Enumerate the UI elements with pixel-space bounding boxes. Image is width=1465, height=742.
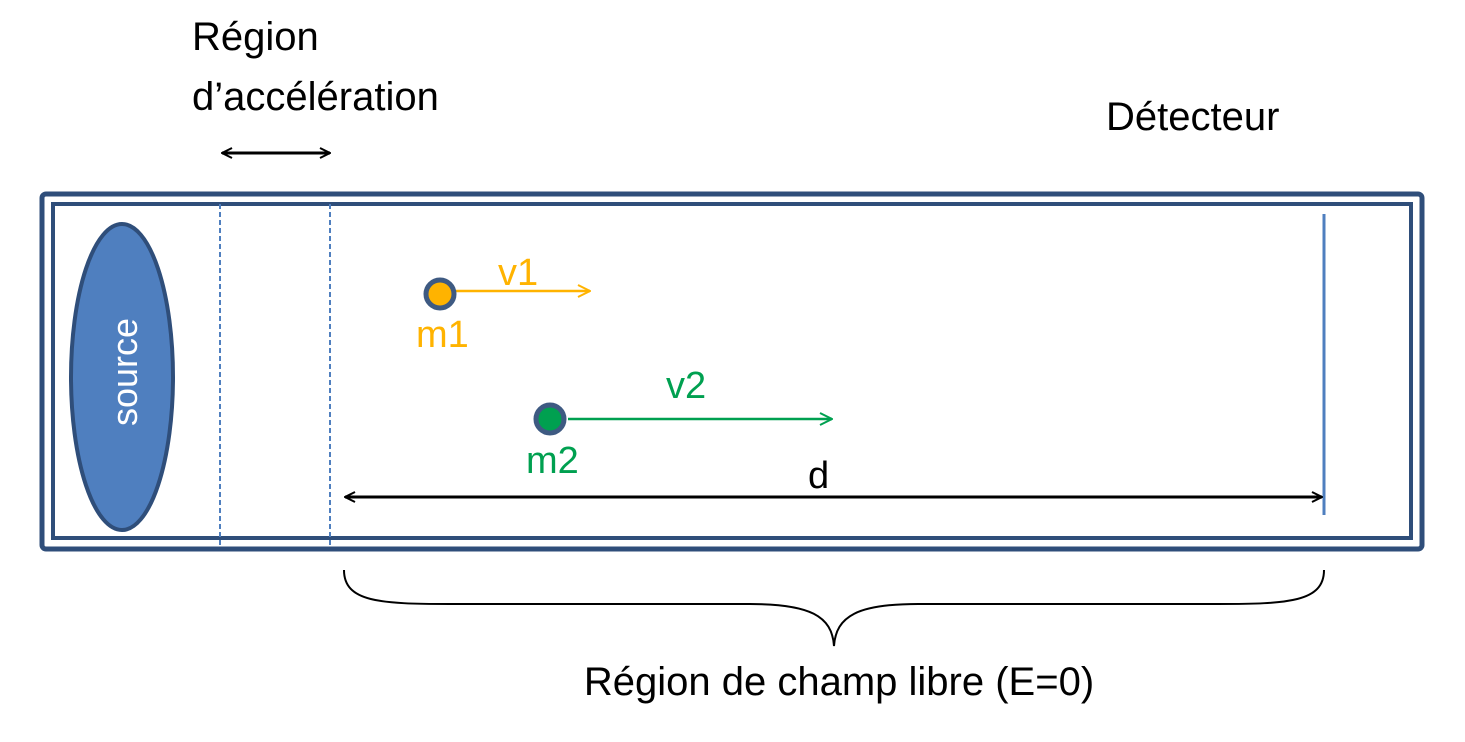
velocity-label-v2: v2 bbox=[666, 365, 706, 407]
particle-m2 bbox=[533, 402, 567, 436]
mass-label-m2: m2 bbox=[526, 440, 579, 482]
acceleration-region-label-line1: Région bbox=[192, 15, 319, 59]
distance-label: d bbox=[808, 455, 829, 497]
free-field-region-label: Région de champ libre (E=0) bbox=[584, 660, 1094, 704]
mass-label-m1: m1 bbox=[416, 314, 469, 356]
acceleration-region-label-line2: d’accélération bbox=[192, 75, 439, 119]
detector-label: Détecteur bbox=[1106, 95, 1279, 139]
tube-outer-border bbox=[39, 191, 1425, 552]
source-ellipse bbox=[69, 222, 175, 532]
velocity-label-v1: v1 bbox=[498, 252, 538, 294]
source-label: source bbox=[104, 318, 145, 426]
free-field-brace bbox=[343, 569, 1325, 647]
tube-inner-border bbox=[51, 202, 1413, 540]
particle-m1 bbox=[423, 277, 457, 311]
